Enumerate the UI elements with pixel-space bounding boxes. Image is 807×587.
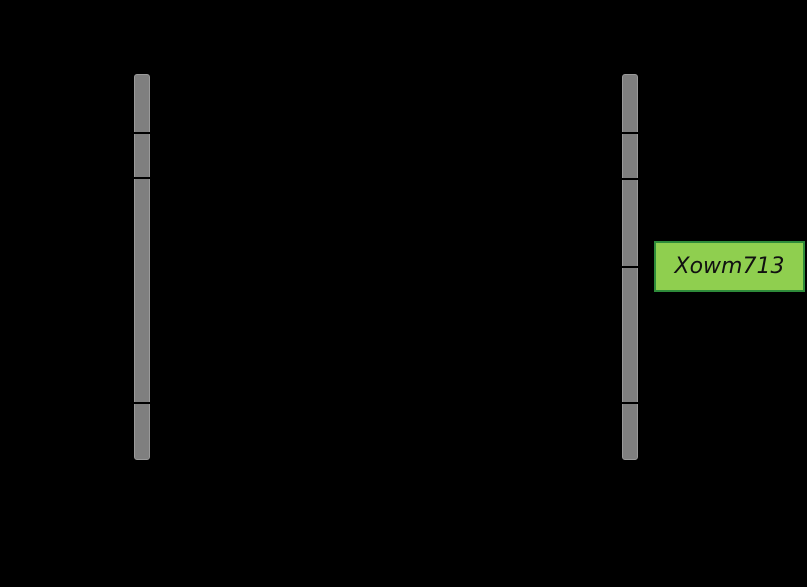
chromosome-left <box>134 74 150 460</box>
band-marker-xowm713 <box>622 266 638 268</box>
band-marker-right-3 <box>622 402 638 404</box>
band-marker-right-2 <box>622 178 638 180</box>
band-marker-left-2 <box>134 177 150 179</box>
band-marker-left-1 <box>134 132 150 134</box>
marker-label: Xowm713 <box>674 254 785 279</box>
band-marker-right-1 <box>622 132 638 134</box>
marker-label-box: Xowm713 <box>654 241 805 292</box>
band-marker-left-3 <box>134 402 150 404</box>
